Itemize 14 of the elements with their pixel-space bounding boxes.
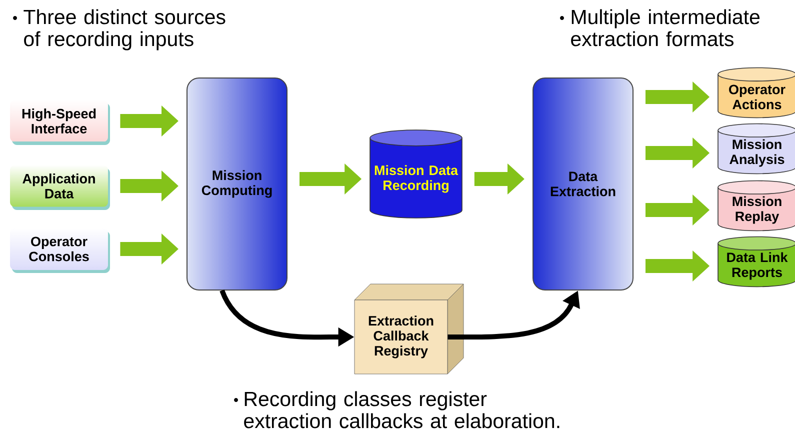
database-cylinder: Mission Data Recording bbox=[370, 130, 462, 218]
note-text: Multiple intermediate extraction formats bbox=[571, 9, 760, 46]
database-cylinder: Data Link Reports bbox=[718, 236, 795, 288]
input-box: Operator Consoles bbox=[10, 228, 110, 273]
process-box: Data Extraction bbox=[532, 78, 634, 290]
process-box: Mission Computing bbox=[186, 78, 288, 290]
input-box: High-Speed Interface bbox=[10, 100, 110, 145]
cube: Extraction Callback Registry bbox=[354, 284, 464, 374]
database-cylinder: Operator Actions bbox=[718, 67, 795, 118]
database-cylinder: Mission Replay bbox=[718, 180, 795, 232]
note-text: Three distinct sources of recording inputs bbox=[24, 9, 226, 50]
database-cylinder: Mission Analysis bbox=[718, 123, 795, 174]
note-text: Recording classes register extraction callbacks at elaboration. bbox=[244, 391, 560, 428]
input-box: Application Data bbox=[10, 165, 110, 210]
